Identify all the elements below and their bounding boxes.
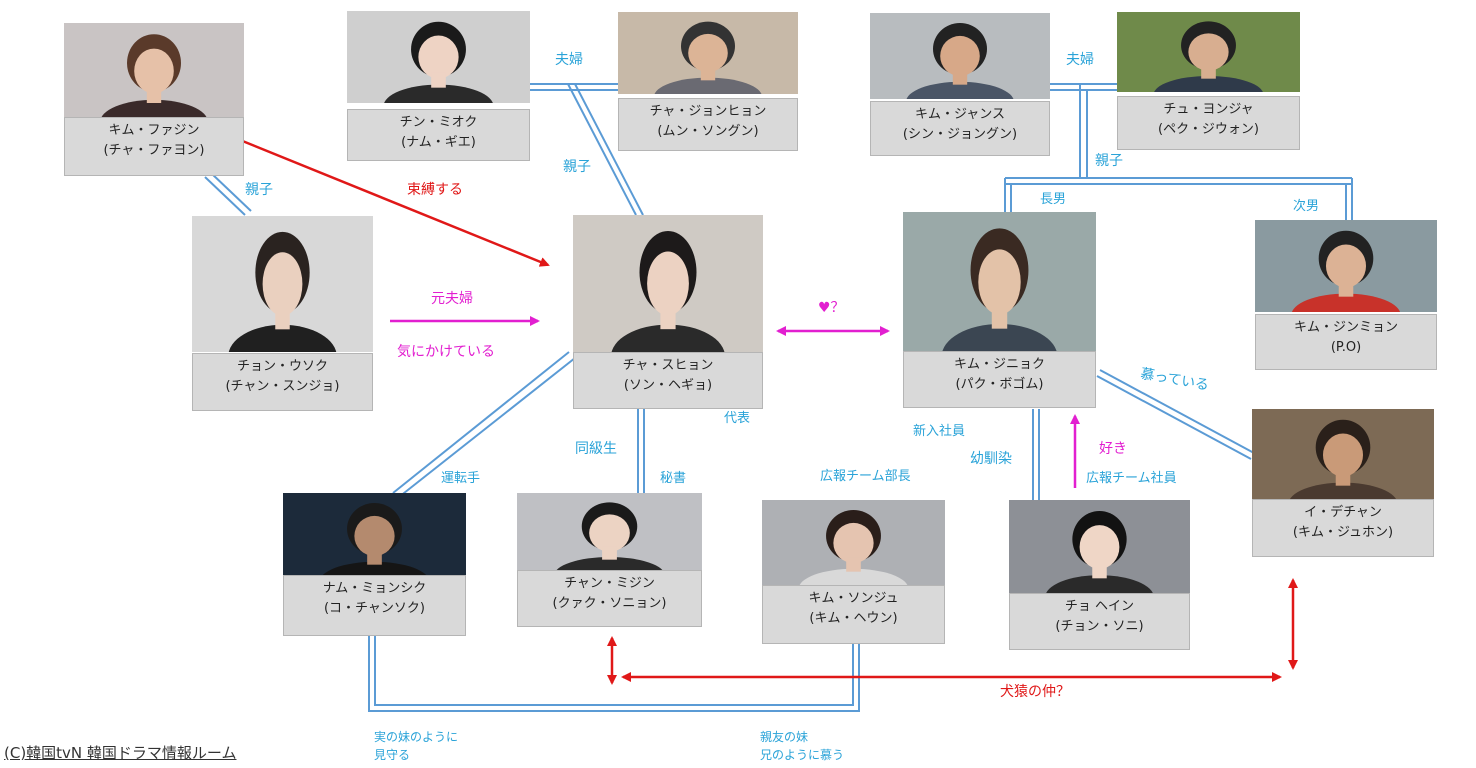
person-name: キム・ソンジュ	[808, 591, 899, 606]
actor-name: (ナム・ギエ)	[401, 135, 476, 150]
label-cares-about: 気にかけている	[397, 344, 495, 360]
person-name: チン・ミオク	[399, 115, 478, 130]
note-line: 見守る	[374, 748, 411, 762]
person-name: チョン・ウソク	[236, 359, 328, 374]
person-name: チャ・スヒョン	[622, 358, 714, 373]
person-name: キム・ジンミョン	[1293, 320, 1398, 335]
label-childhood-friend: 幼馴染	[970, 451, 1012, 467]
person-card-myungsik: ナム・ミョンシク (コ・チャンソク)	[283, 493, 466, 636]
label-second-son: 次男	[1293, 199, 1320, 214]
actor-name: (チョン・ソニ)	[1055, 619, 1144, 634]
person-card-mijin: チャン・ミジン (クァク・ソニョン)	[517, 493, 702, 633]
person-name: チョ ヘイン	[1064, 599, 1135, 614]
label-love-question: ♥？	[818, 300, 845, 316]
person-name: キム・ジニョク	[953, 357, 1045, 372]
portrait-photo	[1252, 409, 1434, 501]
actor-name: (ペク・ジウォン)	[1158, 122, 1259, 137]
portrait-photo	[618, 12, 798, 94]
label-parent-child-suhyun: 親子	[563, 159, 591, 175]
person-card-jinhyuk: キム・ジニョク (パク・ボゴム)	[903, 212, 1096, 408]
label-likes: 好き	[1099, 441, 1127, 457]
person-card-sunju: キム・ソンジュ (キム・ヘウン)	[762, 500, 945, 644]
person-card-jonghyun: チャ・ジョンヒョン (ムン・ソングン)	[618, 12, 798, 151]
portrait-photo	[283, 493, 466, 579]
portrait-photo	[517, 493, 702, 573]
label-couple-cha: 夫婦	[555, 52, 583, 68]
label-ceo: 代表	[724, 411, 751, 426]
actor-name: (チャン・スンジョ)	[225, 379, 340, 394]
portrait-photo	[573, 215, 763, 352]
person-card-hyein: チョ ヘイン (チョン・ソニ)	[1009, 500, 1190, 650]
label-parent-child-hwajin: 親子	[245, 182, 273, 198]
label-new-employee: 新入社員	[913, 424, 966, 439]
person-card-daechan: イ・デチャン (キム・ジュホン)	[1252, 409, 1434, 557]
label-parent-child-kim: 親子	[1095, 153, 1123, 169]
note-watches-like-sister: 実の妹のように 見守る	[374, 728, 458, 764]
actor-name: (ムン・ソングン)	[657, 124, 759, 139]
copyright-text: (C)韓国tvN 韓国ドラマ情報ルーム	[4, 744, 237, 762]
portrait-photo	[1255, 220, 1437, 312]
label-control: 束縛する	[407, 182, 463, 198]
label-secretary: 秘書	[660, 471, 687, 486]
portrait-photo	[870, 13, 1050, 99]
portrait-photo	[1009, 500, 1190, 594]
person-card-suhyun: チャ・スヒョン (ソン・ヘギョ)	[573, 215, 763, 409]
portrait-photo	[762, 500, 945, 586]
actor-name: (チャ・ファヨン)	[103, 143, 205, 158]
portrait-photo	[192, 216, 373, 352]
actor-name: (シン・ジョングン)	[902, 127, 1018, 142]
person-name: チャン・ミジン	[564, 576, 655, 591]
note-line: 実の妹のように	[374, 730, 459, 744]
note-line: 親友の妹	[760, 730, 809, 744]
actor-name: (クァク・ソニョン)	[552, 596, 667, 611]
label-driver: 運転手	[441, 471, 481, 486]
actor-name: (キム・ジュホン)	[1292, 525, 1394, 540]
person-name: チャ・ジョンヒョン	[649, 104, 767, 119]
actor-name: (コ・チャンソク)	[323, 601, 425, 616]
person-name: キム・ファジン	[108, 123, 200, 138]
label-eldest-son: 長男	[1040, 192, 1067, 207]
label-ex-spouse: 元夫婦	[431, 291, 473, 307]
label-rivals: 犬猿の仲？	[1000, 684, 1070, 700]
portrait-photo	[1117, 12, 1300, 92]
note-friends-sister: 親友の妹 兄のように慕う	[760, 728, 844, 764]
actor-name: (キム・ヘウン)	[809, 611, 898, 626]
person-card-jinmyung: キム・ジンミョン (P.O)	[1255, 220, 1437, 370]
label-couple-kim: 夫婦	[1066, 52, 1094, 68]
person-name: チュ・ヨンジャ	[1163, 102, 1254, 117]
portrait-photo	[347, 11, 530, 103]
portrait-photo	[64, 23, 244, 119]
person-card-woosok: チョン・ウソク (チャン・スンジョ)	[192, 216, 373, 411]
note-line: 兄のように慕う	[760, 748, 845, 762]
person-name: イ・デチャン	[1304, 505, 1382, 520]
person-card-jangsu: キム・ジャンス (シン・ジョングン)	[870, 13, 1050, 156]
actor-name: (ソン・ヘギョ)	[623, 378, 713, 393]
person-card-yongja: チュ・ヨンジャ (ペク・ジウォン)	[1117, 12, 1300, 150]
actor-name: (P.O)	[1330, 340, 1362, 355]
person-name: キム・ジャンス	[914, 107, 1006, 122]
actor-name: (パク・ボゴム)	[955, 377, 1044, 392]
person-name: ナム・ミョンシク	[322, 581, 427, 596]
portrait-photo	[903, 212, 1096, 352]
label-pr-manager: 広報チーム部長	[820, 469, 911, 484]
person-card-mioku: チン・ミオク (ナム・ギエ)	[347, 11, 530, 161]
label-classmate: 同級生	[575, 441, 617, 457]
label-pr-staff: 広報チーム社員	[1086, 471, 1177, 486]
person-card-hwajin: キム・ファジン (チャ・ファヨン)	[64, 23, 244, 176]
